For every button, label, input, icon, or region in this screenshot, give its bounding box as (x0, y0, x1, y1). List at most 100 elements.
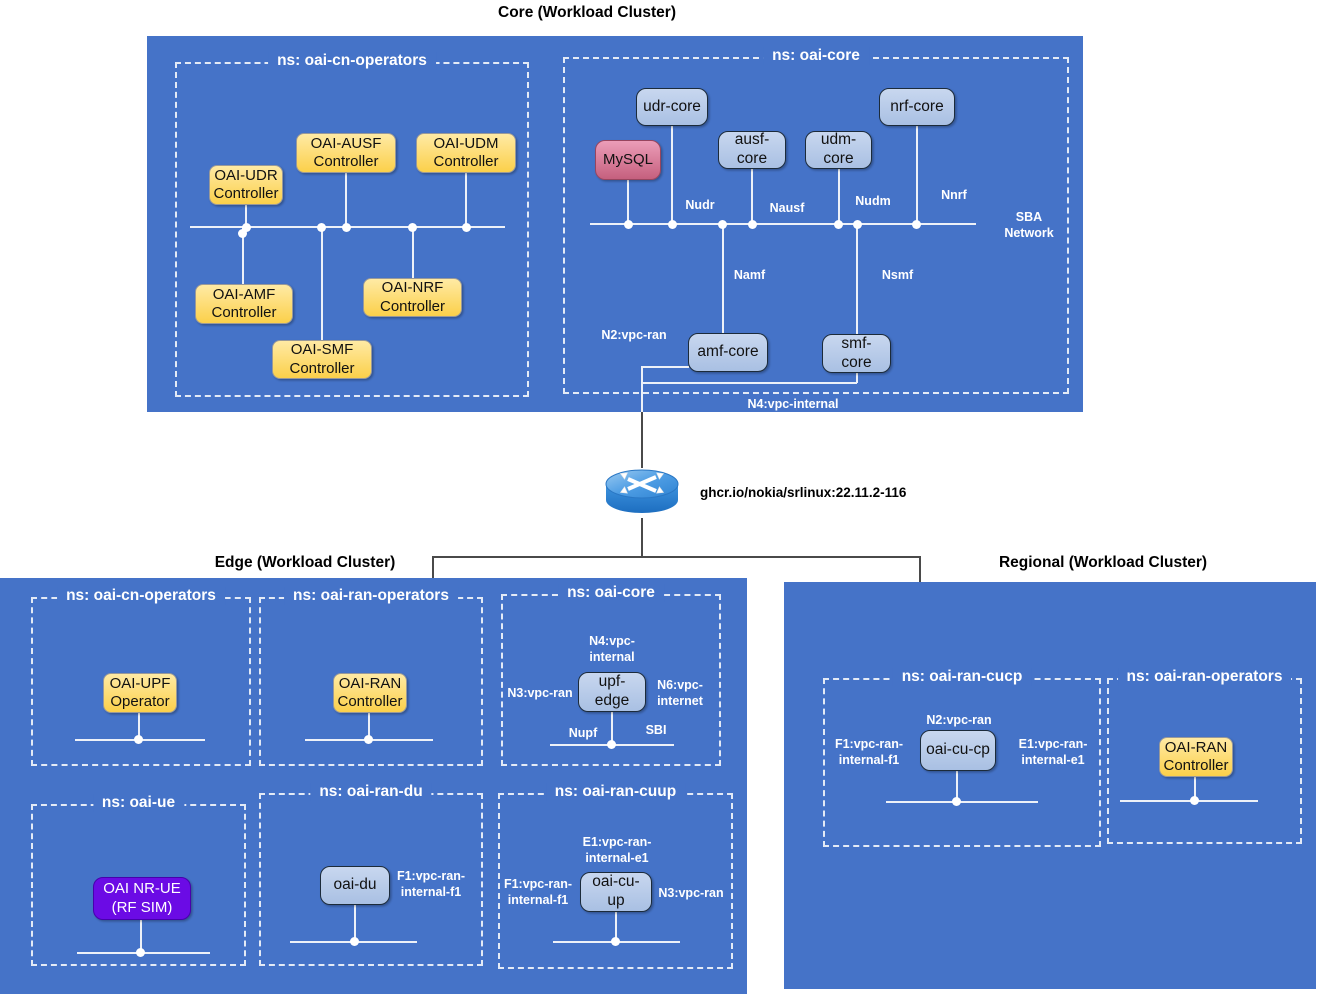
connector-line (641, 382, 643, 412)
net-label-nudm: Nudm (855, 194, 891, 208)
node-mysql: MySQL (595, 140, 661, 180)
tree-line (919, 556, 921, 582)
net-label-n3-vpc-ran-cuup: N3:vpc-ran (658, 886, 724, 900)
junction-dot (624, 220, 633, 229)
net-label-f1-vpc-ran-internal-f1-cuup: F1:vpc-ran-internal-f1 (503, 877, 573, 908)
node-oai-cu-up: oai-cu-up (580, 872, 652, 912)
node-oai-nrf-controller: OAI-NRF Controller (363, 278, 462, 317)
junction-dot (748, 220, 757, 229)
net-label-n2-vpc-ran: N2:vpc-ran (601, 328, 667, 342)
tree-line (432, 556, 434, 578)
node-oai-udr-controller: OAI-UDR Controller (209, 165, 283, 205)
junction-dot (342, 223, 351, 232)
connector-line (956, 771, 958, 802)
namespace-edge-oai-core: ns: oai-core (501, 584, 721, 766)
net-label-nudr: Nudr (685, 198, 715, 212)
tree-line (641, 518, 643, 556)
connector-line (465, 172, 467, 227)
connector-line (242, 228, 244, 285)
regional-cluster (784, 582, 1316, 989)
node-oai-amf-controller: OAI-AMF Controller (195, 284, 293, 324)
connector-line (751, 169, 753, 223)
connector-line (916, 126, 918, 223)
node-oai-du: oai-du (320, 866, 390, 905)
bus-line (886, 801, 1038, 803)
junction-dot (238, 229, 247, 238)
namespace-label: ns: oai-ran-cuup (545, 783, 686, 801)
namespace-label: ns: oai-core (763, 47, 869, 65)
connector-line (641, 382, 857, 384)
connector-line (245, 204, 247, 227)
net-label-e1-vpc-ran-internal-e1-cuup: E1:vpc-ran-internal-e1 (582, 835, 652, 866)
net-label-nupf: Nupf (568, 726, 598, 740)
regional-cluster-title: Regional (Workload Cluster) (998, 554, 1208, 571)
namespace-label: ns: oai-ran-cucp (892, 668, 1032, 686)
namespace-core-cn-operators: ns: oai-cn-operators (175, 52, 529, 397)
connector-line (1194, 777, 1196, 801)
net-label-nsmf: Nsmf (881, 268, 914, 282)
connector-line (615, 912, 617, 942)
connector-line (642, 366, 689, 368)
namespace-edge-oai-ue: ns: oai-ue (31, 794, 246, 966)
namespace-edge-cn-operators: ns: oai-cn-operators (31, 587, 251, 766)
bus-line-sba (590, 223, 976, 225)
junction-dot (462, 223, 471, 232)
junction-dot (952, 797, 961, 806)
connector-line (641, 366, 643, 383)
node-smf-core: smf-core (822, 334, 891, 373)
junction-dot (364, 735, 373, 744)
net-label-nnrf: Nnrf (941, 188, 967, 202)
connector-line (321, 228, 323, 341)
net-label-n2-vpc-ran-cucp: N2:vpc-ran (926, 713, 992, 727)
node-oai-upf-operator: OAI-UPF Operator (103, 673, 177, 713)
core-cluster-title: Core (Workload Cluster) (498, 4, 676, 21)
net-label-e1-vpc-ran-internal-e1-cucp: E1:vpc-ran-internal-e1 (1018, 737, 1088, 768)
net-label-f1-vpc-ran-internal-f1-cucp: F1:vpc-ran-internal-f1 (834, 737, 904, 768)
node-nrf-core: nrf-core (879, 88, 955, 126)
connector-line (627, 180, 629, 223)
junction-dot (853, 220, 862, 229)
junction-dot (912, 220, 921, 229)
net-label-n4-vpc-internal-edge: N4:vpc-internal (589, 634, 635, 665)
namespace-label: ns: oai-ran-operators (1117, 668, 1292, 686)
connector-line (838, 169, 840, 223)
node-oai-smf-controller: OAI-SMF Controller (272, 340, 372, 379)
connector-line (856, 373, 858, 383)
connector-line (412, 228, 414, 279)
net-label-sba-network: SBA Network (1004, 210, 1054, 241)
net-label-f1-vpc-ran-internal-f1-du: F1:vpc-ran-internal-f1 (396, 869, 466, 900)
edge-cluster-title: Edge (Workload Cluster) (214, 554, 396, 571)
namespace-label: ns: oai-cn-operators (57, 587, 225, 605)
node-oai-udm-controller: OAI-UDM Controller (416, 133, 516, 173)
namespace-label: ns: oai-core (558, 584, 664, 602)
junction-dot (134, 735, 143, 744)
connector-line (856, 225, 858, 334)
node-udr-core: udr-core (636, 88, 708, 126)
junction-dot (718, 220, 727, 229)
tree-line (432, 556, 920, 558)
router-image-label: ghcr.io/nokia/srlinux:22.11.2-116 (700, 485, 907, 500)
node-oai-ran-controller-edge: OAI-RAN Controller (333, 673, 407, 713)
node-oai-nr-ue: OAI NR-UE (RF SIM) (93, 877, 191, 920)
connector-line (138, 713, 140, 740)
namespace-edge-ran-cuup: ns: oai-ran-cuup (498, 783, 733, 969)
net-label-n4-vpc-internal: N4:vpc-internal (747, 397, 839, 411)
bus-line (1120, 800, 1258, 802)
namespace-label: ns: oai-cn-operators (268, 52, 436, 70)
node-amf-core: amf-core (688, 333, 768, 372)
connector-line (611, 712, 613, 745)
junction-dot (317, 223, 326, 232)
node-udm-core: udm-core (805, 131, 872, 169)
junction-dot (607, 740, 616, 749)
net-label-n6-vpc-internet: N6:vpc-internet (657, 678, 703, 709)
junction-dot (834, 220, 843, 229)
junction-dot (668, 220, 677, 229)
tree-line (641, 412, 643, 468)
junction-dot (1190, 796, 1199, 805)
net-label-nausf: Nausf (769, 201, 805, 215)
junction-dot (350, 937, 359, 946)
junction-dot (408, 223, 417, 232)
namespace-label: ns: oai-ue (92, 794, 185, 812)
junction-dot (136, 948, 145, 957)
